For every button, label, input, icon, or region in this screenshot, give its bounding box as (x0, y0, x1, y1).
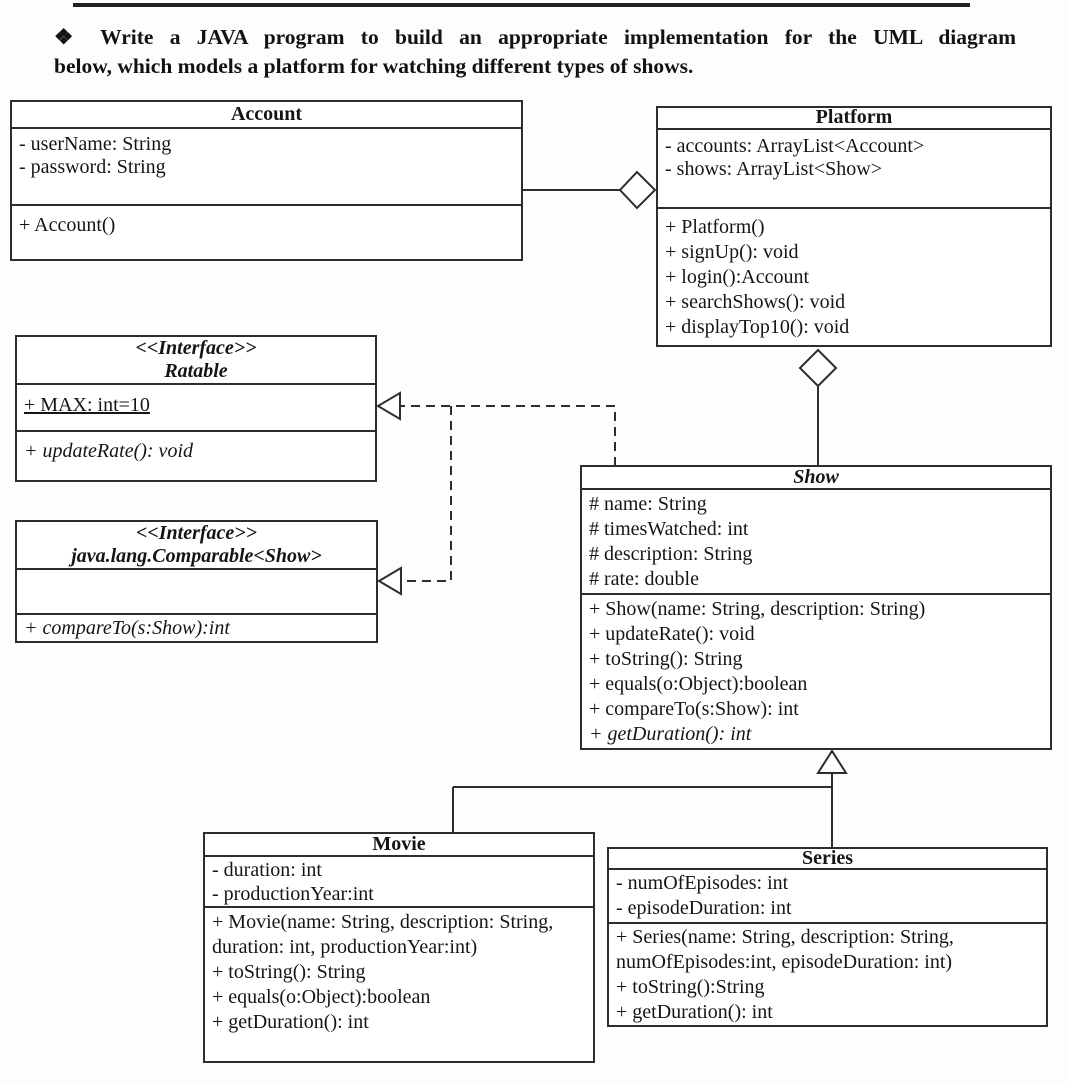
uml-method: + getDuration(): int (212, 1011, 369, 1033)
comparable-methods-section: + compareTo(s:Show):int (17, 615, 376, 641)
interface-title-comparable: <<Interface>> java.lang.Comparable<Show> (17, 522, 376, 570)
realization-line-show-comparable (402, 406, 452, 582)
realization-triangle-comparable (377, 566, 402, 596)
inheritance-triangle-show (816, 749, 848, 774)
show-attributes-section: # name: String # timesWatched: int # des… (582, 490, 1050, 595)
uml-attribute: - episodeDuration: int (616, 897, 792, 919)
uml-attribute: - accounts: ArrayList<Account> (665, 135, 925, 157)
uml-method: + searchShows(): void (665, 291, 846, 313)
uml-method-abstract: + updateRate(): void (24, 440, 193, 462)
uml-method: + compareTo(s:Show): int (589, 698, 799, 720)
uml-method: + toString(): String (212, 961, 366, 983)
uml-method: + toString(): String (589, 648, 743, 670)
class-title-account: Account (12, 102, 521, 129)
interface-title-ratable: <<Interface>> Ratable (17, 337, 375, 385)
uml-method: + toString():String (616, 976, 765, 998)
ratable-methods-section: + updateRate(): void (17, 432, 375, 480)
uml-method: + equals(o:Object):boolean (589, 673, 808, 695)
interface-stereotype: <<Interface>> (135, 337, 257, 359)
interface-box-comparable: <<Interface>> java.lang.Comparable<Show>… (15, 520, 378, 643)
class-box-series: Series - numOfEpisodes: int - episodeDur… (607, 847, 1048, 1027)
uml-method: + displayTop10(): void (665, 316, 850, 338)
aggregation-diamond-platform-show (798, 348, 838, 388)
uml-method: + equals(o:Object):boolean (212, 986, 431, 1008)
interface-stereotype: <<Interface>> (135, 522, 258, 544)
realization-line-show-ratable (401, 405, 616, 466)
uml-attribute: - productionYear:int (212, 883, 374, 905)
uml-method: + signUp(): void (665, 241, 799, 263)
uml-attribute: - shows: ArrayList<Show> (665, 158, 883, 180)
class-box-account: Account - userName: String - password: S… (10, 100, 523, 261)
uml-method: + Show(name: String, description: String… (589, 598, 926, 620)
platform-methods-section: + Platform() + signUp(): void + login():… (658, 209, 1050, 345)
uml-attribute: # name: String (589, 493, 707, 515)
interface-name: java.lang.Comparable<Show> (71, 545, 322, 567)
class-title-movie: Movie (205, 834, 593, 857)
uml-method-abstract: + compareTo(s:Show):int (24, 617, 230, 639)
aggregation-diamond-platform-account (618, 170, 657, 210)
uml-attribute: # description: String (589, 543, 753, 565)
uml-method: + Movie(name: String, description: Strin… (212, 911, 554, 958)
show-methods-section: + Show(name: String, description: String… (582, 595, 1050, 748)
class-title-platform: Platform (658, 107, 1050, 130)
uml-method: + getDuration(): int (616, 1001, 773, 1023)
class-title-show: Show (582, 467, 1050, 490)
exercise-prompt-line1: ❖ Write a JAVA program to build an appro… (54, 25, 1016, 49)
platform-attributes-section: - accounts: ArrayList<Account> - shows: … (658, 130, 1050, 209)
top-horizontal-rule (73, 3, 970, 7)
uml-attribute: - numOfEpisodes: int (616, 872, 789, 894)
uml-attribute: - duration: int (212, 859, 322, 881)
realization-triangle-ratable (376, 391, 401, 421)
class-box-movie: Movie - duration: int - productionYear:i… (203, 832, 595, 1063)
uml-attribute: - password: String (19, 156, 166, 178)
uml-attribute: # rate: double (589, 568, 699, 590)
uml-attribute-static: + MAX: int=10 (24, 394, 150, 416)
series-methods-section: + Series(name: String, description: Stri… (609, 924, 1046, 1025)
account-methods-section: + Account() (12, 206, 521, 259)
uml-method-abstract: + getDuration(): int (589, 723, 752, 745)
class-box-show: Show # name: String # timesWatched: int … (580, 465, 1052, 750)
series-attributes-section: - numOfEpisodes: int - episodeDuration: … (609, 870, 1046, 924)
uml-method: + Account() (19, 214, 116, 236)
uml-attribute: # timesWatched: int (589, 518, 749, 540)
account-attributes-section: - userName: String - password: String (12, 129, 521, 206)
uml-attribute: - userName: String (19, 133, 172, 155)
interface-box-ratable: <<Interface>> Ratable + MAX: int=10 + up… (15, 335, 377, 482)
exercise-prompt: ❖ Write a JAVA program to build an appro… (54, 23, 1016, 81)
uml-method: + Series(name: String, description: Stri… (616, 926, 954, 973)
class-title-series: Series (609, 848, 1046, 870)
movie-attributes-section: - duration: int - productionYear:int (205, 857, 593, 908)
uml-method: + Platform() (665, 216, 765, 238)
ratable-attributes-section: + MAX: int=10 (17, 385, 375, 432)
uml-method: + updateRate(): void (589, 623, 755, 645)
exercise-prompt-line2: below, which models a platform for watch… (54, 54, 694, 78)
uml-method: + login():Account (665, 266, 810, 288)
movie-methods-section: + Movie(name: String, description: Strin… (205, 908, 593, 1061)
comparable-attributes-section (17, 570, 376, 615)
interface-name: Ratable (164, 360, 228, 382)
class-box-platform: Platform - accounts: ArrayList<Account> … (656, 106, 1052, 347)
